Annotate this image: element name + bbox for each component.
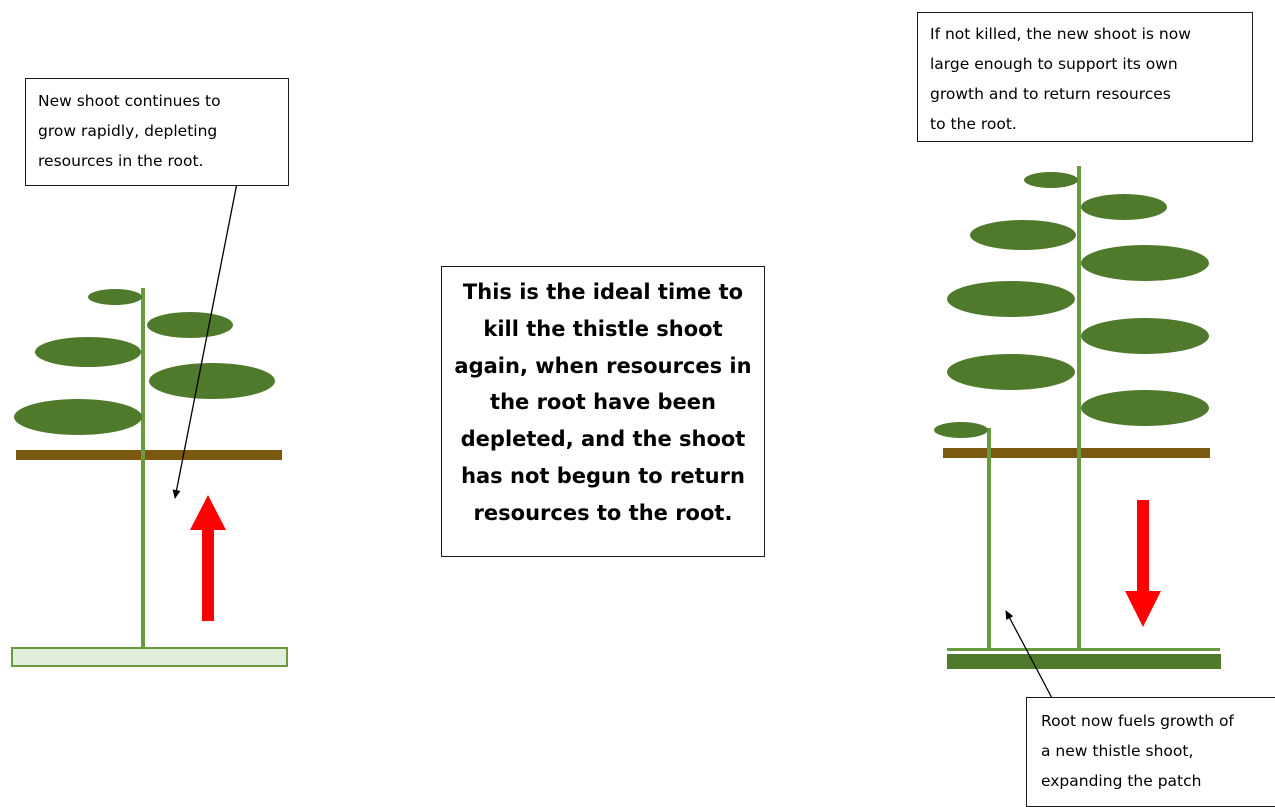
annotation-line: again, when resources in xyxy=(454,353,752,378)
left-leaf xyxy=(147,312,233,338)
annotation-line: the root have been xyxy=(490,390,716,415)
left-leaf xyxy=(35,337,141,367)
right-plant xyxy=(934,166,1221,669)
right-root-full xyxy=(947,654,1221,669)
annotation-line: growth and to return resources xyxy=(930,85,1171,103)
annotation-line: depleted, and the shoot xyxy=(460,427,746,452)
annotation-line: If not killed, the new shoot is now xyxy=(930,25,1191,43)
annotation-line: resources in the root. xyxy=(38,152,204,170)
left-root-depleted xyxy=(11,647,288,667)
annotation-line: New shoot continues to xyxy=(38,92,221,110)
left-leaf xyxy=(14,399,142,435)
right-callout-pointer xyxy=(1005,610,1054,701)
annotation-line: This is the ideal time to xyxy=(462,280,744,304)
annotation-line: large enough to support its own xyxy=(930,55,1178,73)
left-callout-pointer xyxy=(172,182,238,499)
left-soil-line xyxy=(16,450,282,460)
annotation-line: Root now fuels growth of xyxy=(1041,712,1234,730)
left-annotation-box: New shoot continues to grow rapidly, dep… xyxy=(25,78,289,186)
right-leaf xyxy=(947,354,1075,390)
annotation-line: grow rapidly, depleting xyxy=(38,122,218,140)
right-bottom-annotation-box: Root now fuels growth of a new thistle s… xyxy=(1026,697,1275,807)
center-annotation-box: This is the ideal time to kill the thist… xyxy=(441,266,765,557)
left-leaf xyxy=(88,289,142,305)
annotation-line: to the root. xyxy=(930,115,1017,133)
right-leaf xyxy=(1081,194,1167,220)
right-leaf xyxy=(1081,390,1209,426)
left-plant xyxy=(11,288,288,667)
annotation-line: a new thistle shoot, xyxy=(1041,742,1194,760)
right-soil-line xyxy=(943,448,1210,458)
right-top-annotation-box: If not killed, the new shoot is now larg… xyxy=(917,12,1253,142)
annotation-line: expanding the patch xyxy=(1041,772,1202,790)
right-leaf xyxy=(1081,245,1209,281)
annotation-line: resources to the root. xyxy=(473,500,733,525)
left-up-arrow xyxy=(190,495,226,621)
annotation-line: kill the thistle shoot xyxy=(483,316,723,341)
right-new-leaf xyxy=(934,422,988,438)
right-down-arrow xyxy=(1125,500,1161,627)
right-leaf xyxy=(1081,318,1209,354)
right-leaf xyxy=(1024,172,1078,188)
annotation-line: has not begun to return xyxy=(461,463,745,488)
right-root-line xyxy=(947,648,1220,651)
right-leaf xyxy=(947,281,1075,317)
right-leaf xyxy=(970,220,1076,250)
left-leaf xyxy=(149,363,275,399)
